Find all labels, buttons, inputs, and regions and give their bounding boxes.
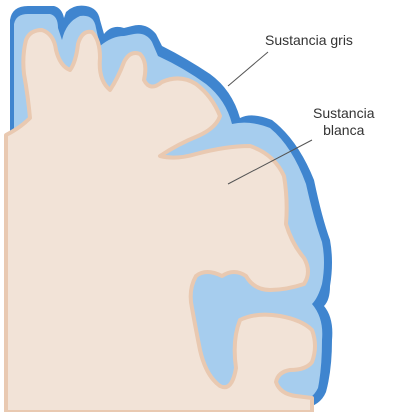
leader-line-white-matter	[227, 139, 313, 185]
white-matter	[4, 28, 317, 412]
label-white-matter: Sustancia blanca	[313, 105, 374, 139]
leader-line-gray-matter	[227, 51, 269, 87]
label-gray-matter: Sustancia gris	[265, 32, 353, 48]
label-white-matter-line2: blanca	[323, 122, 365, 138]
label-white-matter-line1: Sustancia	[313, 105, 375, 121]
